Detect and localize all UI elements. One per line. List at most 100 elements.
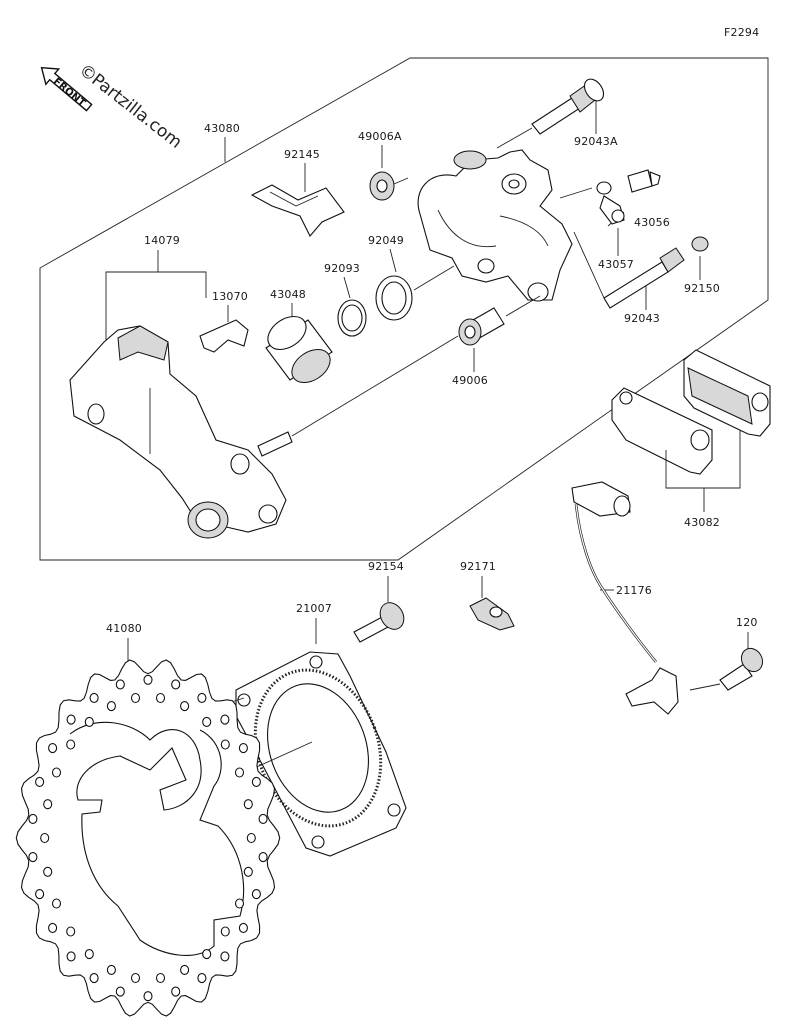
disc-vent-hole (220, 739, 230, 750)
caliper-assembly-frame (39, 57, 769, 561)
label-14079: 14079 (144, 234, 180, 247)
disc-vent-hole (106, 964, 116, 975)
disc-vent-hole (28, 813, 38, 824)
label-120: 120 (736, 616, 758, 629)
disc-vent-hole (28, 852, 38, 863)
leader-49006-path (505, 295, 541, 317)
label-92171: 92171 (460, 560, 496, 573)
disc-vent-hole (197, 692, 207, 703)
label-92043A: 92043A (574, 135, 618, 148)
disc-vent-hole (246, 832, 256, 844)
bleeder-valve-43056 (596, 169, 661, 195)
leader-43082 (665, 430, 741, 489)
disc-vent-hole (89, 973, 99, 984)
disc-vent-hole (202, 716, 212, 727)
disc-vent-hole (66, 714, 76, 725)
label-13070: 13070 (212, 290, 248, 303)
figure-code: F2294 (724, 26, 759, 39)
caliper-body (417, 149, 573, 302)
leader-bracket-path (291, 335, 459, 437)
disc-vent-hole (251, 776, 261, 787)
watermark-text: Partzilla.com (88, 70, 186, 153)
sensor-rotor-21007 (235, 651, 407, 857)
disc-vent-hole (66, 926, 76, 937)
leader-120-path (689, 683, 721, 691)
label-49006A: 49006A (358, 130, 402, 143)
disc-vent-hole (234, 898, 245, 909)
leader-14079 (105, 271, 207, 340)
disc-vent-hole (220, 951, 230, 962)
disc-vent-hole (155, 972, 166, 984)
leader-43056-path (559, 187, 593, 199)
disc-vent-hole (243, 866, 253, 877)
abs-sensor-21176 (571, 481, 679, 715)
disc-vent-hole (43, 799, 53, 810)
disc-vent-hole (84, 949, 94, 960)
bolt-120 (719, 647, 764, 691)
brake-pads-43082 (611, 349, 771, 475)
disc-vent-hole (51, 898, 62, 909)
disc-vent-hole (258, 852, 268, 863)
disc-vent-hole (171, 679, 181, 690)
disc-vent-hole (130, 692, 141, 704)
disc-vent-hole (115, 986, 125, 997)
caliper-bracket-14079 (69, 325, 293, 539)
leader-rotor-path-2 (249, 741, 313, 771)
label-43057: 43057 (598, 258, 634, 271)
bolt-92154 (353, 602, 405, 643)
disc-vent-hole (171, 986, 181, 997)
disc-vent-hole (143, 674, 153, 685)
label-92049: 92049 (368, 234, 404, 247)
label-92154: 92154 (368, 560, 404, 573)
label-43080: 43080 (204, 122, 240, 135)
disc-vent-hole (89, 692, 99, 703)
disc-vent-hole (35, 776, 45, 787)
label-92145: 92145 (284, 148, 320, 161)
disc-vent-hole (238, 743, 248, 754)
disc-vent-hole (40, 832, 50, 844)
label-49006: 49006 (452, 374, 488, 387)
disc-vent-hole (202, 949, 212, 960)
leader-92093 (343, 276, 351, 299)
disc-vent-hole (106, 701, 116, 712)
pad-spring-13070 (199, 319, 249, 353)
disc-vent-hole (220, 926, 230, 937)
disc-vent-hole (48, 922, 58, 933)
disc-vent-hole (180, 964, 190, 975)
clamp-92171 (469, 597, 515, 631)
piston-seal-92049 (375, 275, 413, 321)
disc-vent-hole (51, 767, 62, 778)
label-43048: 43048 (270, 288, 306, 301)
dust-seal-92093 (337, 299, 367, 337)
disc-vent-hole (220, 714, 230, 725)
leader-seal-path (413, 265, 455, 291)
disc-vent-hole (155, 692, 166, 704)
disc-vent-hole (43, 866, 53, 877)
disc-vent-hole (180, 701, 190, 712)
cap-92150 (691, 236, 709, 252)
disc-vent-hole (48, 743, 58, 754)
label-43056: 43056 (634, 216, 670, 229)
disc-vent-hole (251, 889, 261, 900)
label-43082: 43082 (684, 516, 720, 529)
disc-vent-hole (197, 973, 207, 984)
disc-vent-hole (143, 991, 153, 1002)
label-41080: 41080 (106, 622, 142, 635)
disc-vent-hole (84, 716, 94, 727)
disc-vent-hole (243, 799, 253, 810)
leader-92049 (389, 248, 397, 273)
label-92150: 92150 (684, 282, 720, 295)
disc-vent-hole (115, 679, 125, 690)
brake-disc-41080 (15, 659, 281, 1017)
disc-vent-hole (234, 767, 245, 778)
disc-vent-hole (130, 972, 141, 984)
leader-92043-path (573, 231, 605, 299)
boot-49006A (369, 171, 409, 201)
disc-vent-hole (258, 813, 268, 824)
leader-92043A-path (496, 127, 533, 149)
label-92043: 92043 (624, 312, 660, 325)
pin-92043A (531, 78, 605, 135)
disc-vent-hole (66, 951, 76, 962)
